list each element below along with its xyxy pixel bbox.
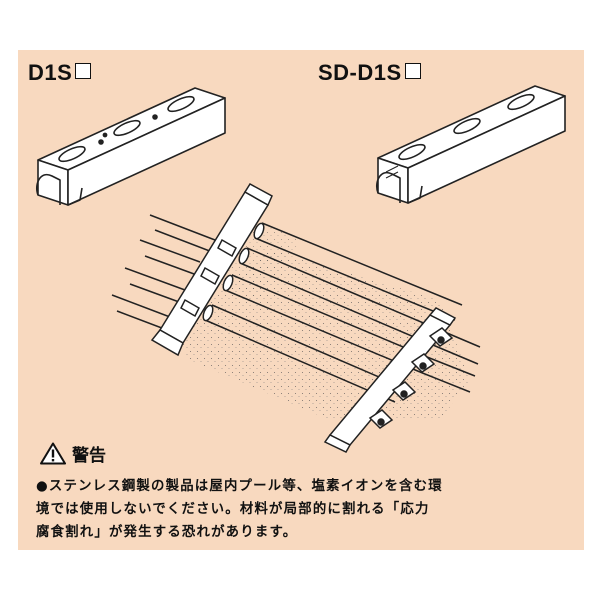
warning-line: ●ステンレス鋼製の製品は屋内プール等、塩素イオンを含む環: [36, 479, 443, 494]
warning-text: ●ステンレス鋼製の製品は屋内プール等、塩素イオンを含む環 境では使用しないでくだ…: [36, 475, 576, 544]
product-label-d1s: D1S: [28, 60, 92, 86]
warning-line: 境では使用しないでください。材料が局部的に割れる「応力: [36, 502, 430, 517]
installation-scene-drawing: [111, 183, 481, 453]
warning-title: 警告: [72, 446, 106, 466]
warning-line: 腐食割れ」が発生する恐れがあります。: [36, 525, 298, 540]
warning-triangle-icon: [40, 442, 66, 465]
channel-d1s-drawing: [36, 87, 226, 206]
warning-header: 警告: [40, 441, 106, 466]
square-outline-icon: [404, 63, 421, 79]
channel-sd-d1s-drawing: [376, 85, 566, 204]
product-label-sd-d1s: SD-D1S: [318, 60, 421, 86]
square-outline-icon: [75, 63, 92, 79]
